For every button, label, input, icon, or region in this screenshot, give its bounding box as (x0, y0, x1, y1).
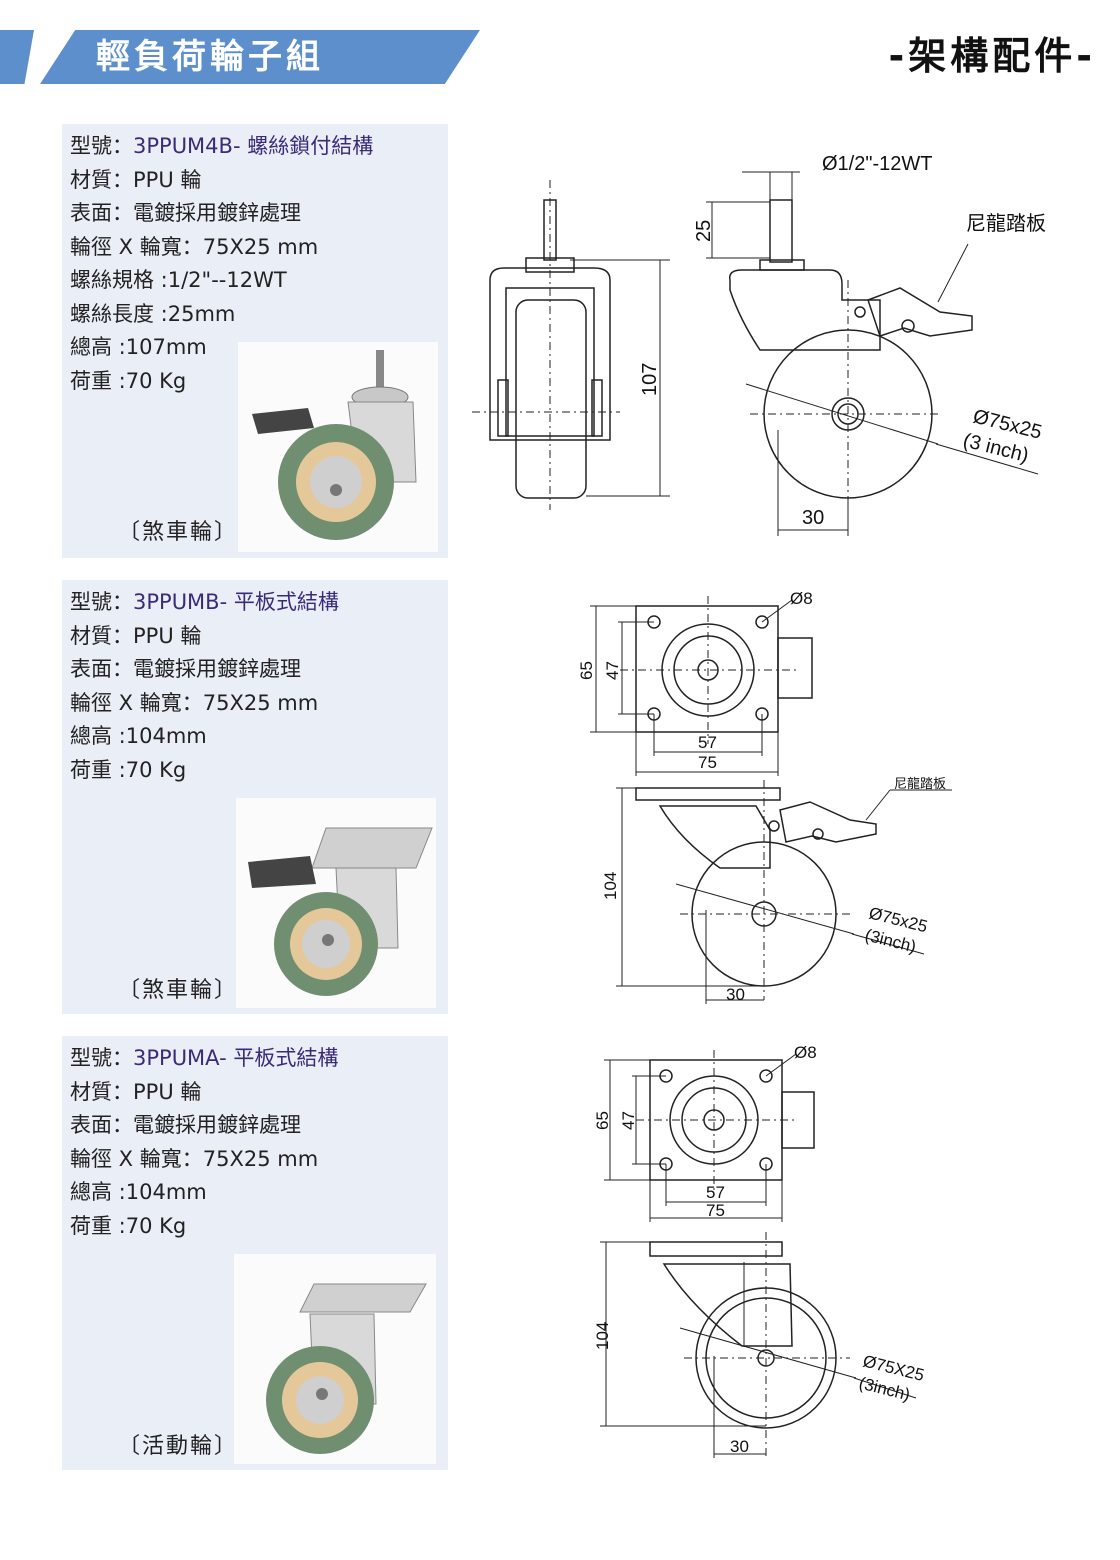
spec-item: 表面：電鍍採用鍍鋅處理 (70, 657, 301, 681)
banner-accent (0, 30, 34, 84)
caster-photo-icon (248, 827, 433, 996)
model-number: 3PPUM4B- 螺絲鎖付結構 (133, 134, 374, 158)
product-photo-3 (234, 1254, 436, 1464)
spec-item: 輪徑 X 輪寬：75X25 mm (70, 690, 319, 715)
dim-plate-inner: 47 (603, 661, 622, 680)
caption-swivel: 〔活動輪〕 (118, 1434, 239, 1459)
spec-item: 總高 :104mm (70, 1180, 207, 1204)
spec-item: 總高 :104mm (70, 724, 207, 748)
dim-width-outer: 75 (706, 1201, 725, 1220)
dim-offset: 30 (730, 1437, 749, 1456)
spec-item: 荷重 :70 Kg (70, 757, 187, 782)
spec-item: 荷重 :70 Kg (70, 1213, 187, 1238)
spec-item: 材質：PPU 輪 (70, 167, 202, 192)
dim-width-inner: 57 (698, 733, 717, 752)
dim-height: 104 (601, 872, 620, 900)
dim-offset: 30 (802, 507, 824, 529)
caster-photo-icon (252, 350, 417, 540)
model-row: 型號：3PPUMB- 平板式結構 (70, 590, 339, 614)
dim-width-outer: 75 (698, 753, 717, 772)
dim-plate-outer: 65 (593, 1111, 612, 1130)
spec-item: 輪徑 X 輪寬：75X25 mm (70, 1146, 319, 1171)
spec-item: 材質：PPU 輪 (70, 623, 202, 648)
dim-height: 104 (593, 1322, 612, 1350)
spec-list-3: 型號：3PPUMA- 平板式結構 材質：PPU 輪 表面：電鍍採用鍍鋅處理 輪徑… (70, 1042, 338, 1243)
spec-list-1: 型號：3PPUM4B- 螺絲鎖付結構 材質：PPU 輪 表面：電鍍採用鍍鋅處理 … (70, 130, 373, 398)
product-photo-2 (236, 798, 436, 1008)
model-row: 型號：3PPUM4B- 螺絲鎖付結構 (70, 134, 374, 158)
drawing-3ppuma: Ø8 65 47 57 75 104 Ø75X25 (3inch) 30 (593, 1043, 926, 1458)
spec-item: 螺絲規格 :1/2"--12WT (70, 268, 287, 292)
spec-item: 總高 :107mm (70, 335, 207, 359)
spec-item: 材質：PPU 輪 (70, 1079, 202, 1104)
page-title: 輕負荷輪子組 (96, 37, 324, 77)
spec-item: 表面：電鍍採用鍍鋅處理 (70, 1113, 301, 1137)
dim-stem: 25 (693, 220, 715, 242)
spec-item: 表面：電鍍採用鍍鋅處理 (70, 201, 301, 225)
model-row: 型號：3PPUMA- 平板式結構 (70, 1046, 339, 1070)
spec-item: 輪徑 X 輪寬：75X25 mm (70, 234, 319, 259)
label-pedal: 尼龍踏板 (894, 776, 946, 791)
dim-offset: 30 (726, 985, 745, 1004)
product-photo-1 (238, 342, 438, 552)
dim-height: 107 (639, 363, 661, 396)
dim-plate-outer: 65 (577, 661, 596, 680)
dim-hole: Ø8 (794, 1043, 817, 1062)
dim-width-inner: 57 (706, 1183, 725, 1202)
caption-brake: 〔煞車輪〕 (118, 978, 239, 1003)
caster-photo-icon (266, 1283, 427, 1454)
dim-plate-inner: 47 (619, 1111, 638, 1130)
spec-item: 螺絲長度 :25mm (70, 301, 236, 326)
model-number: 3PPUMA- 平板式結構 (133, 1046, 339, 1070)
drawing-3ppumb: Ø8 65 47 57 75 尼龍踏板 104 Ø75x25 (3inch) 3… (577, 589, 952, 1004)
drawing-3ppum4b: Ø1/2"-12WT 25 尼龍踏板 107 Ø75x25 (3 inch) 3… (472, 153, 1046, 536)
category-title: -架構配件- (888, 34, 1096, 78)
label-pedal: 尼龍踏板 (966, 212, 1046, 235)
model-number: 3PPUMB- 平板式結構 (133, 590, 339, 614)
caption-brake: 〔煞車輪〕 (118, 520, 239, 545)
spec-list-2: 型號：3PPUMB- 平板式結構 材質：PPU 輪 表面：電鍍採用鍍鋅處理 輪徑… (70, 586, 339, 787)
spec-item: 荷重 :70 Kg (70, 368, 187, 393)
dim-hole: Ø8 (790, 589, 813, 608)
dim-thread: Ø1/2"-12WT (822, 153, 932, 175)
title-banner (40, 30, 480, 84)
